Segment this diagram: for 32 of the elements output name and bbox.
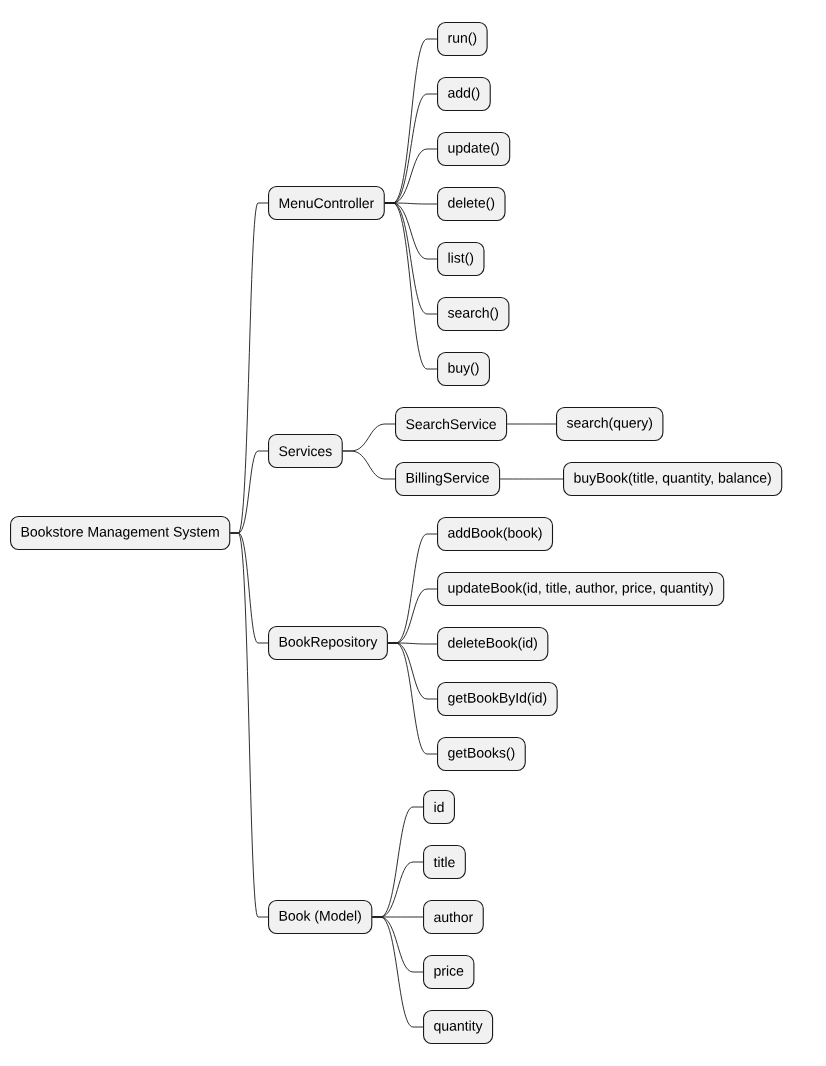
topic-box: addBook(book) xyxy=(437,516,554,552)
topic-box: quantity xyxy=(423,1009,494,1045)
topic-box: BillingService xyxy=(395,461,501,497)
topic-box: price xyxy=(423,954,475,990)
connector-line xyxy=(499,478,564,480)
topic-box: search() xyxy=(437,296,510,332)
topic-box: SearchService xyxy=(395,406,508,442)
topic-box: delete() xyxy=(437,186,506,222)
connector-line xyxy=(387,642,438,755)
connector-line xyxy=(342,450,396,480)
topic-box: Book (Model) xyxy=(268,899,373,935)
topic-box: buy() xyxy=(437,351,490,387)
topic-box: list() xyxy=(437,241,485,277)
topic-box: Bookstore Management System xyxy=(10,515,231,551)
topic-box: id xyxy=(423,789,455,825)
topic-box: updateBook(id, title, author, price, quantity) xyxy=(437,571,725,607)
connector-line xyxy=(371,916,424,1028)
topic-box: add() xyxy=(437,76,491,112)
topic-box: run() xyxy=(437,21,488,57)
topic-box: search(query) xyxy=(556,406,664,442)
connector-line xyxy=(384,202,438,370)
connector-line xyxy=(506,423,557,425)
topic-box: author xyxy=(423,899,484,935)
topic-box: title xyxy=(423,844,466,880)
topic-box: deleteBook(id) xyxy=(437,626,549,662)
topic-box: BookRepository xyxy=(268,625,388,661)
topic-box: buyBook(title, quantity, balance) xyxy=(563,461,783,497)
topic-box: update() xyxy=(437,131,511,167)
topic-box: getBooks() xyxy=(437,736,526,772)
topic-box: MenuController xyxy=(268,185,385,221)
topic-box: Services xyxy=(268,433,343,469)
topic-box: getBookById(id) xyxy=(437,681,558,717)
